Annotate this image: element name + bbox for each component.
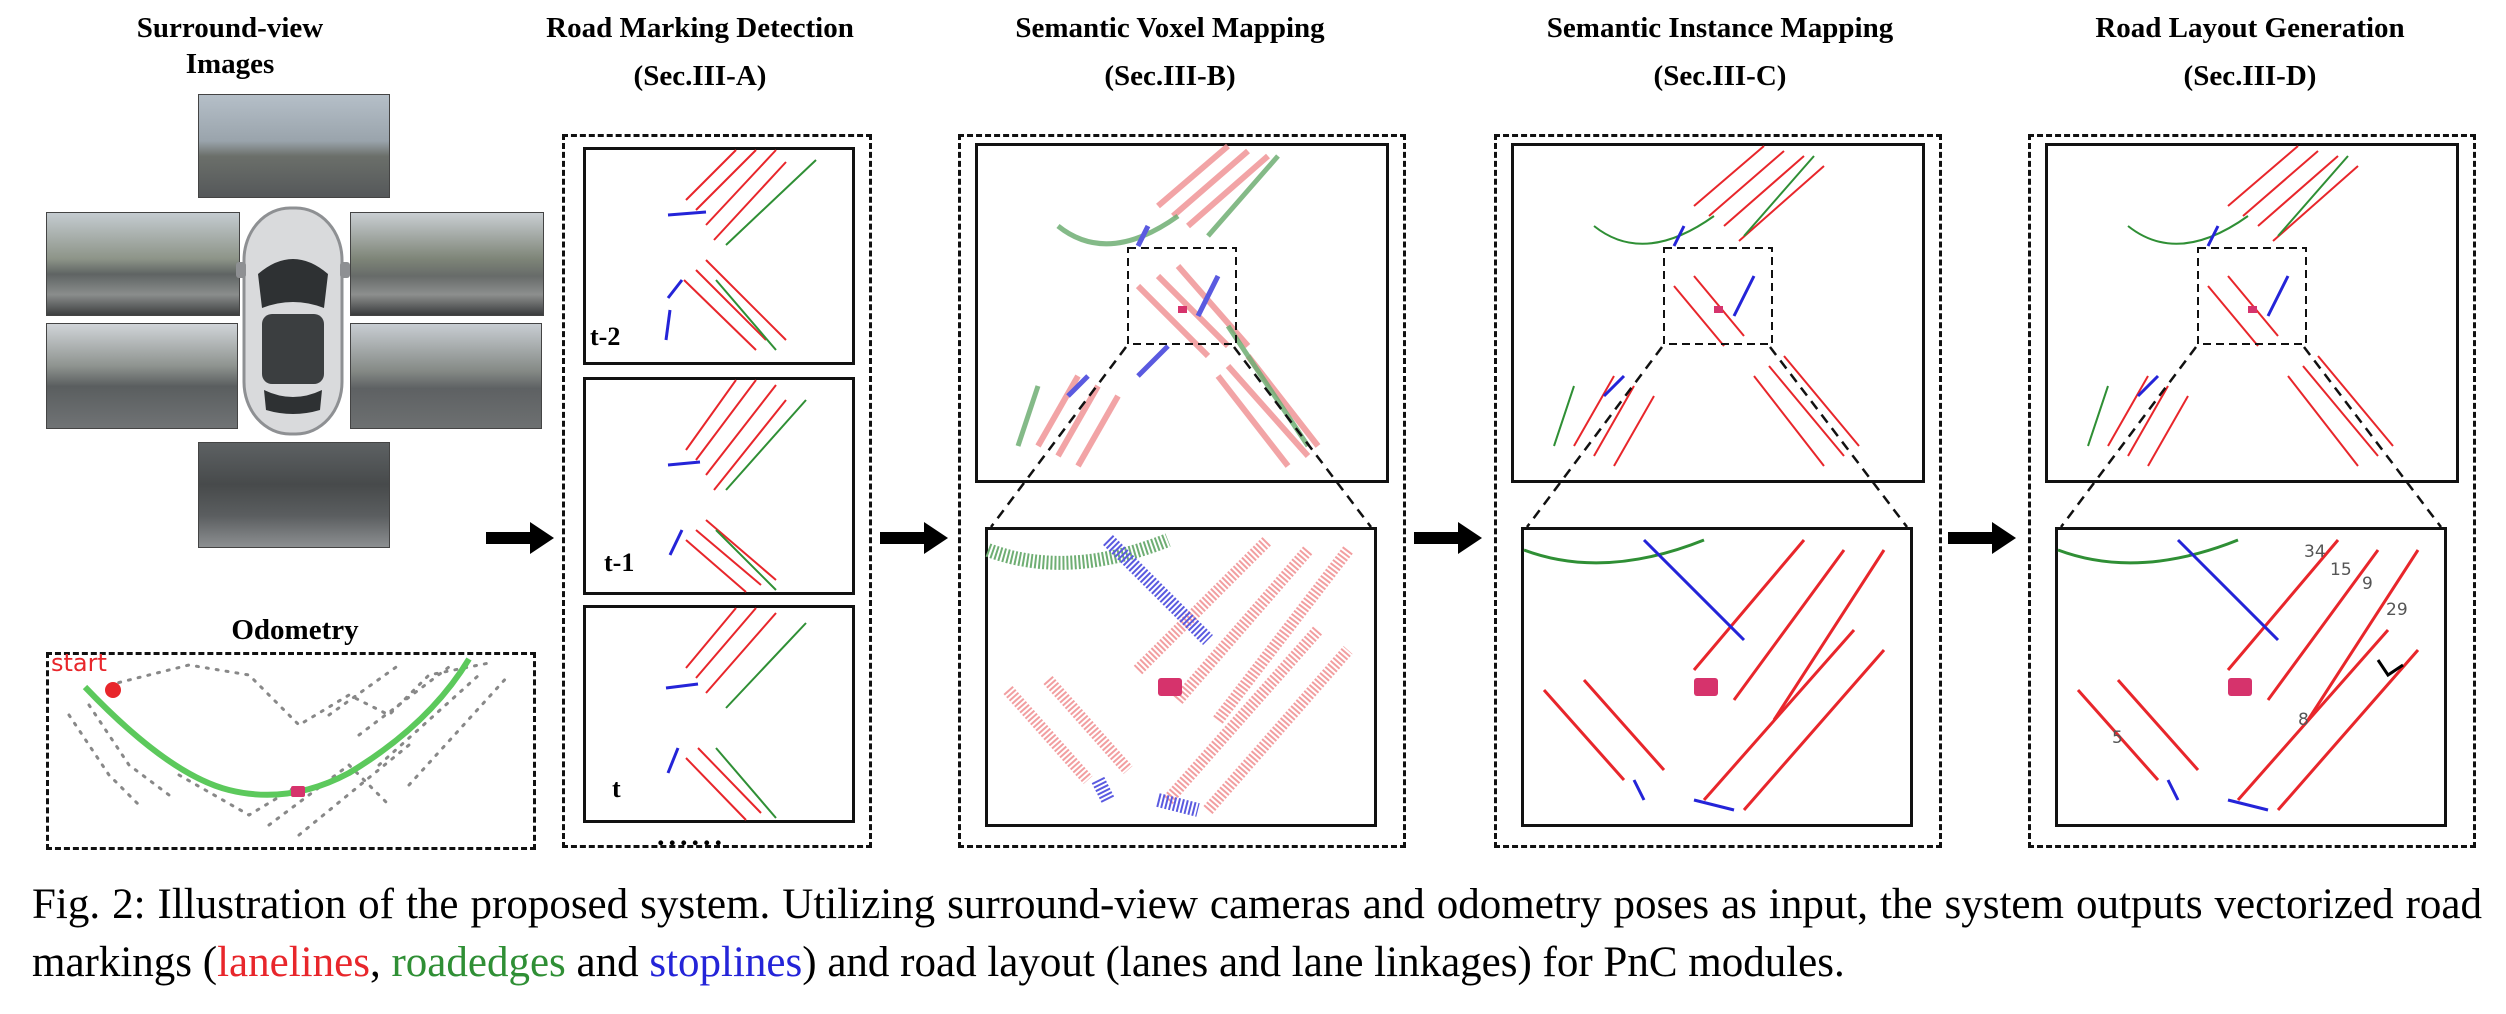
arrow-1 (486, 522, 554, 554)
detection-frame-t-markings (665, 607, 807, 821)
lane-id-label: 34 (2304, 542, 2326, 562)
lane-id-label: 5 (2112, 728, 2123, 748)
arrow-3 (1414, 522, 1482, 554)
detection-frame-t-2: t-2 (583, 147, 855, 365)
instance-zoom-map (1523, 538, 1886, 812)
instance-zoom-window (1663, 247, 1773, 345)
lane-id-label: 8 (2298, 710, 2309, 730)
voxel-overview (975, 143, 1389, 483)
layout-zoom-map (2057, 538, 2420, 812)
odometry-vehicle-icon (291, 786, 305, 797)
voxel-zoom-map (985, 533, 1353, 817)
col1-title-line1: Surround-view (136, 12, 324, 44)
instance-zoom (1521, 527, 1913, 827)
col1-title-line2: Images (185, 48, 275, 80)
voxel-zoom (985, 527, 1377, 827)
caption-roadedges: roadedges (391, 939, 566, 986)
caption-stoplines: stoplines (649, 939, 803, 986)
lane-id-label: 29 (2386, 600, 2408, 620)
caption-sep1: , (369, 939, 392, 986)
caption-prefix: Fig. 2: Illustration of the proposed sys… (32, 881, 2482, 986)
col1-title: Surround-view Images (80, 10, 380, 82)
instance-panel (1494, 134, 1942, 848)
col4-title-line2: (Sec.III-C) (1653, 60, 1787, 92)
caption-lanelines: lanelines (217, 939, 370, 986)
col3-title: Semantic Voxel Mapping (Sec.III-B) (940, 10, 1400, 94)
voxel-panel (958, 134, 1406, 848)
col4-title: Semantic Instance Mapping (Sec.III-C) (1480, 10, 1960, 94)
col5-title-line1: Road Layout Generation (2095, 12, 2405, 44)
voxel-zoom-window (1127, 247, 1237, 345)
arrow-2 (880, 522, 948, 554)
layout-overview-vehicle-icon (2248, 306, 2257, 313)
detection-panel: t-2 t-1 (562, 134, 872, 852)
odometry-trajectory (82, 657, 472, 798)
detection-frame-t: t (583, 605, 855, 823)
odometry-title: Odometry (231, 614, 359, 646)
detection-frame-t-2-markings (664, 149, 817, 351)
lane-id-label: 15 (2330, 560, 2352, 580)
camera-rear-right (350, 323, 542, 429)
caption-suffix: ) and road layout (lanes and lane linkag… (802, 939, 1845, 986)
col3-title-line1: Semantic Voxel Mapping (1015, 12, 1325, 44)
layout-panel: 34 15 9 29 5 8 (2028, 134, 2476, 848)
voxel-overview-vehicle-icon (1178, 306, 1187, 313)
ego-car-image (236, 206, 350, 436)
col5-title: Road Layout Generation (Sec.III-D) (2030, 10, 2470, 94)
instance-overview-vehicle-icon (1714, 306, 1723, 313)
layout-overview (2045, 143, 2459, 483)
col5-title-line2: (Sec.III-D) (2183, 60, 2317, 92)
layout-zoom-vehicle-icon (2228, 678, 2252, 696)
layout-overview-map (2087, 145, 2394, 467)
voxel-zoom-connectors (990, 346, 1372, 528)
col2-title: Road Marking Detection (Sec.III-A) (500, 10, 900, 94)
camera-front-left (46, 212, 240, 316)
detection-frame-t-1-markings (667, 379, 807, 593)
layout-zoom-window (2197, 247, 2307, 345)
camera-rear-left (46, 323, 238, 429)
camera-front-right (350, 212, 544, 316)
instance-overview (1511, 143, 1925, 483)
arrow-4 (1948, 522, 2016, 554)
col2-title-line2: (Sec.III-A) (633, 60, 767, 92)
instance-overview-map (1553, 145, 1860, 467)
camera-front (198, 94, 390, 198)
voxel-overview-map (1015, 143, 1321, 468)
camera-rear (198, 442, 390, 548)
col2-title-line1: Road Marking Detection (546, 12, 854, 44)
col4-title-line1: Semantic Instance Mapping (1546, 12, 1894, 44)
detection-frame-label: t (612, 774, 621, 803)
odometry-panel: start (46, 649, 536, 850)
layout-zoom-connectors (2060, 346, 2442, 528)
more-frames-ellipsis: ...... (657, 819, 726, 852)
lane-id-label: 9 (2362, 574, 2373, 594)
odometry-start-point (105, 682, 121, 698)
detection-frame-t-1: t-1 (583, 377, 855, 595)
odometry-start-label: start (51, 649, 107, 677)
instance-zoom-connectors (1526, 346, 1908, 528)
voxel-zoom-vehicle-icon (1158, 678, 1182, 696)
layout-zoom: 34 15 9 29 5 8 (2055, 527, 2447, 827)
odometry-plot (67, 657, 511, 837)
instance-zoom-vehicle-icon (1694, 678, 1718, 696)
caption-sep2: and (565, 939, 650, 986)
col3-title-line2: (Sec.III-B) (1104, 60, 1236, 92)
figure-caption: Fig. 2: Illustration of the proposed sys… (32, 876, 2482, 992)
detection-frame-label: t-1 (604, 548, 635, 577)
detection-frame-label: t-2 (590, 322, 621, 351)
lane-linkage-arrow (2376, 659, 2404, 678)
